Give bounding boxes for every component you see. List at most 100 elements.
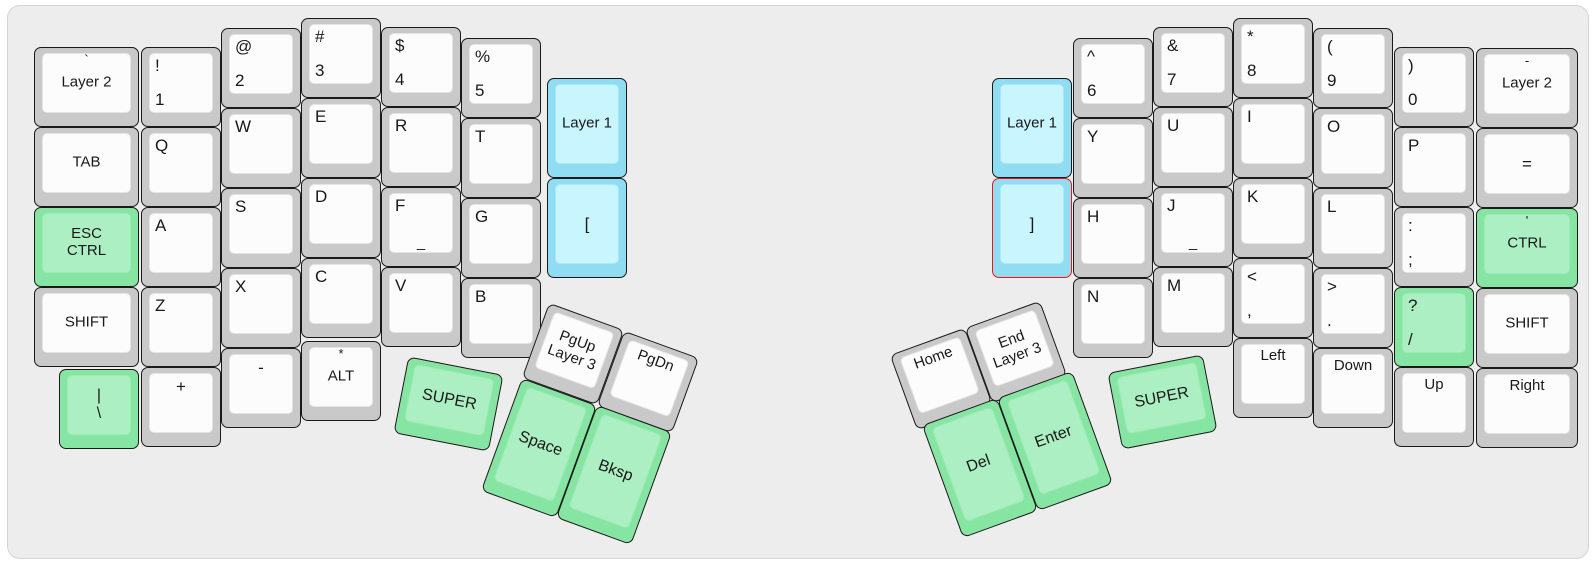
key-layer1-right[interactable]: Layer 1 <box>992 78 1072 178</box>
key-r[interactable]: R <box>381 107 461 187</box>
keycap-top: N <box>1081 284 1145 344</box>
key-legend: K <box>1247 187 1259 206</box>
key-legend: 1 <box>155 89 165 109</box>
key-m[interactable]: M <box>1153 267 1233 347</box>
keycap-top: X <box>229 274 293 334</box>
key-legend: Q <box>155 136 169 155</box>
key-e[interactable]: E <box>301 98 381 178</box>
key-legend: H <box>1087 207 1100 226</box>
key-legend: * <box>1247 27 1254 46</box>
key-star-8[interactable]: *8 <box>1233 18 1313 98</box>
keycap-top: Home <box>899 336 980 415</box>
key-comma[interactable]: <, <box>1233 258 1313 338</box>
key-o[interactable]: O <box>1313 108 1393 188</box>
key-legend: Z <box>155 296 166 315</box>
key-h[interactable]: H <box>1073 198 1153 278</box>
key-legend: J <box>1167 196 1176 215</box>
key-minus[interactable]: - <box>221 348 301 428</box>
keycap-top: I <box>1241 104 1305 164</box>
key-layer1-left[interactable]: Layer 1 <box>547 78 627 178</box>
key-p[interactable]: P <box>1394 127 1474 207</box>
key-dollar-4[interactable]: $4 <box>381 27 461 107</box>
key-equals[interactable]: = <box>1476 128 1578 208</box>
key-legend: Enter <box>1032 422 1075 452</box>
key-legend: * <box>338 346 344 361</box>
key-amp-7[interactable]: &7 <box>1153 27 1233 107</box>
key-esc-ctrl[interactable]: ESC CTRL <box>34 207 139 287</box>
keycap-top: $4 <box>389 33 453 93</box>
key-up-arrow[interactable]: Up <box>1394 367 1474 447</box>
key-y[interactable]: Y <box>1073 118 1153 198</box>
key-legend: ` <box>84 52 89 67</box>
key-legend: R <box>395 116 408 135</box>
key-legend: L <box>1327 197 1337 216</box>
key-c[interactable]: C <box>301 258 381 338</box>
keycap-top: L <box>1321 194 1385 254</box>
key-legend: Bksp <box>595 456 636 485</box>
keycap-top: Left <box>1241 344 1305 404</box>
key-at-2[interactable]: @2 <box>221 28 301 108</box>
keycap-top: P <box>1402 133 1466 193</box>
key-j[interactable]: J_ <box>1153 187 1233 267</box>
key-legend: A <box>155 216 167 235</box>
key-n[interactable]: N <box>1073 278 1153 358</box>
key-s[interactable]: S <box>221 188 301 268</box>
key-quote-ctrl[interactable]: 'CTRL <box>1476 208 1578 288</box>
key-alt[interactable]: *ALT <box>301 341 381 421</box>
key-exclam-1[interactable]: !1 <box>141 47 221 127</box>
key-layer2-left[interactable]: `Layer 2 <box>34 47 139 127</box>
key-g[interactable]: G <box>461 198 541 278</box>
key-super-left[interactable]: SUPER <box>393 356 504 452</box>
keycap-top: !1 <box>149 53 213 113</box>
key-q[interactable]: Q <box>141 127 221 207</box>
key-d[interactable]: D <box>301 178 381 258</box>
keycap-top: PgUp Layer 3 <box>534 311 615 390</box>
key-legend: Space <box>516 428 565 460</box>
key-t[interactable]: T <box>461 118 541 198</box>
key-caret-6[interactable]: ^6 <box>1073 38 1153 118</box>
key-percent-5[interactable]: %5 <box>461 38 541 118</box>
keycap-top: Layer 1 <box>1000 84 1064 164</box>
key-z[interactable]: Z <box>141 287 221 367</box>
key-right-arrow[interactable]: Right <box>1476 368 1578 448</box>
keycap-top: <, <box>1241 264 1305 324</box>
key-legend: TAB <box>72 153 101 171</box>
key-a[interactable]: A <box>141 207 221 287</box>
keycap-top: V <box>389 273 453 333</box>
key-period[interactable]: >. <box>1313 268 1393 348</box>
key-f[interactable]: F_ <box>381 187 461 267</box>
key-down-arrow[interactable]: Down <box>1313 348 1393 428</box>
keycap-top: *ALT <box>309 346 373 407</box>
key-hash-3[interactable]: #3 <box>301 18 381 98</box>
key-u[interactable]: U <box>1153 107 1233 187</box>
key-shift-left[interactable]: SHIFT <box>34 287 139 367</box>
key-b[interactable]: B <box>461 278 541 358</box>
key-w[interactable]: W <box>221 108 301 188</box>
key-semicolon[interactable]: :; <box>1394 207 1474 287</box>
key-pipe-backslash[interactable]: | \ <box>59 369 139 449</box>
key-legend: ! <box>155 56 160 75</box>
key-super-right[interactable]: SUPER <box>1107 354 1218 450</box>
keycap-top: Y <box>1081 124 1145 184</box>
keycap-top: R <box>389 113 453 173</box>
key-paren-9[interactable]: (9 <box>1313 28 1393 108</box>
key-plus[interactable]: + <box>141 367 221 447</box>
key-slash[interactable]: ?/ <box>1394 287 1474 367</box>
key-rbracket[interactable]: ] <box>992 178 1072 278</box>
key-paren-0[interactable]: )0 <box>1394 47 1474 127</box>
key-lbracket[interactable]: [ <box>547 178 627 278</box>
key-left-arrow[interactable]: Left <box>1233 338 1313 418</box>
key-v[interactable]: V <box>381 267 461 347</box>
key-legend: ( <box>1327 37 1333 56</box>
key-minus-layer2[interactable]: -Layer 2 <box>1476 48 1578 128</box>
key-legend: PgDn <box>635 346 677 376</box>
key-tab[interactable]: TAB <box>34 127 139 207</box>
key-k[interactable]: K <box>1233 178 1313 258</box>
key-l[interactable]: L <box>1313 188 1393 268</box>
key-x[interactable]: X <box>221 268 301 348</box>
key-shift-right[interactable]: SHIFT <box>1476 288 1578 368</box>
key-i[interactable]: I <box>1233 98 1313 178</box>
key-legend: B <box>475 287 487 306</box>
keycap-top: K <box>1241 184 1305 244</box>
key-legend: $ <box>395 36 405 55</box>
